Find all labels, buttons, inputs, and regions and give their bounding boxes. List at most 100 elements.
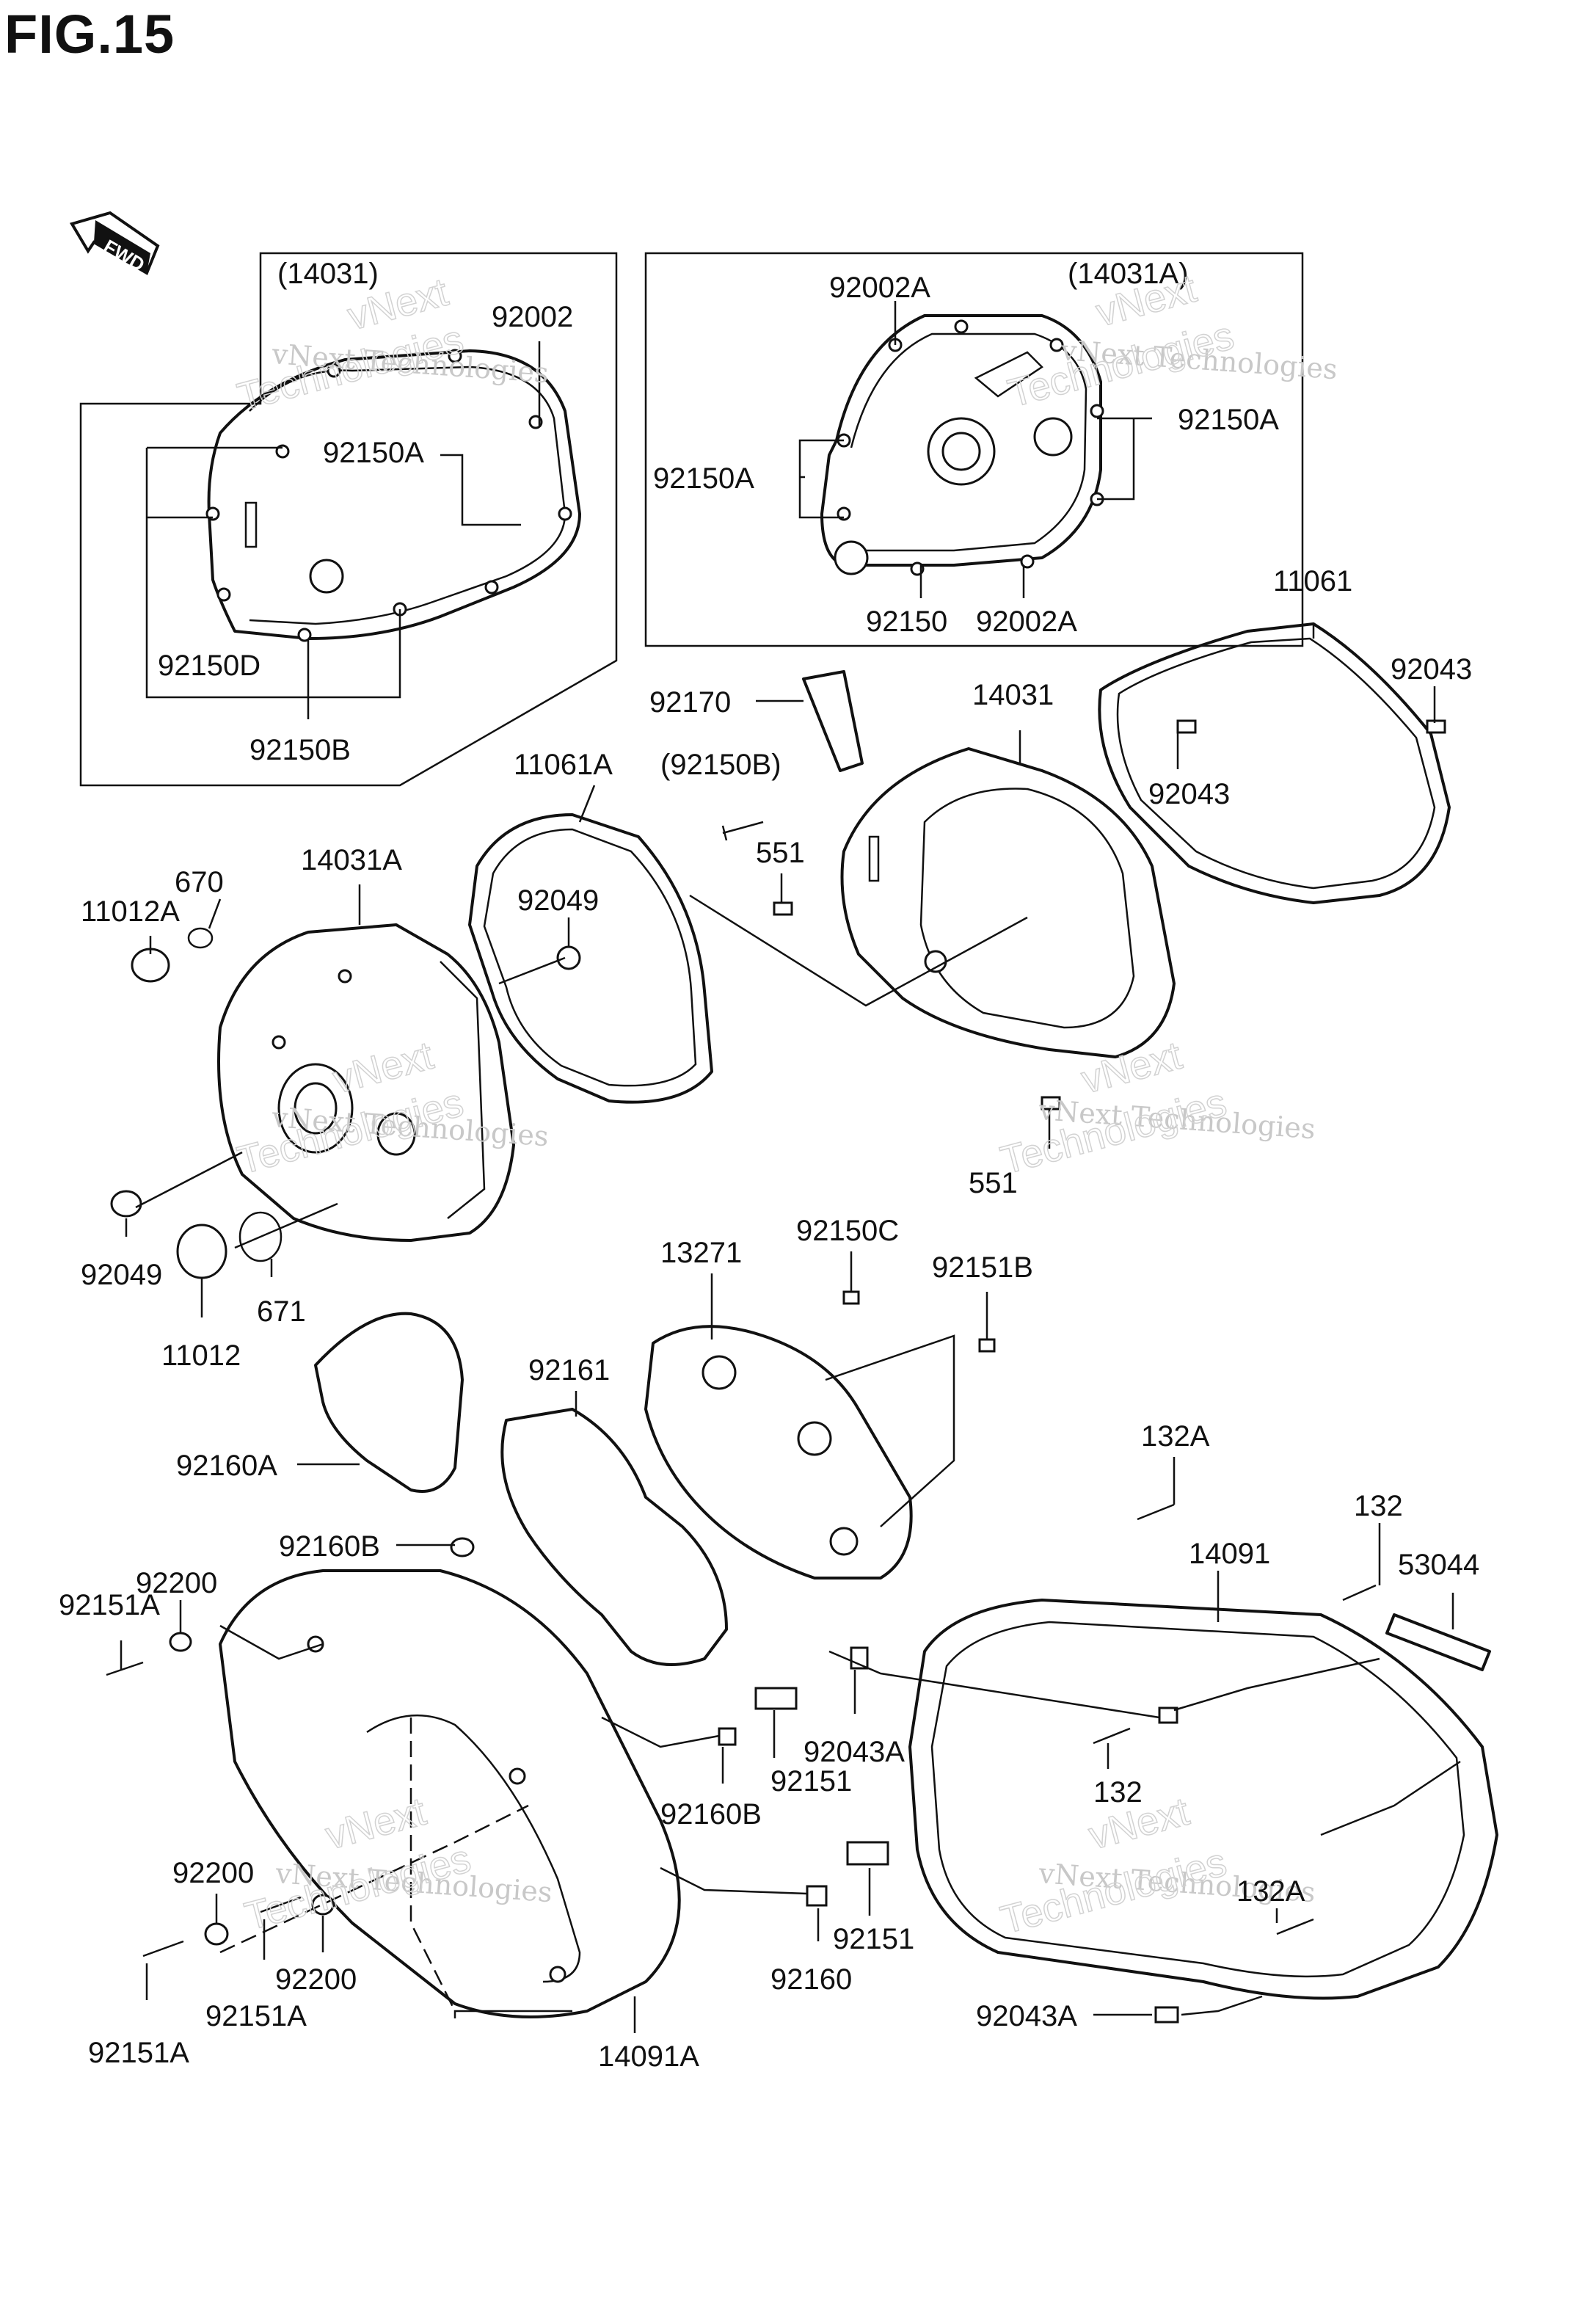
callout: 11061: [1273, 565, 1352, 597]
bolt-132a-lower: [1276, 1918, 1314, 1935]
callout: 92151: [833, 1923, 914, 1955]
callout: 53044: [1398, 1549, 1479, 1581]
svg-text:Technologies: Technologies: [996, 1080, 1231, 1183]
inset-right-cover: [820, 314, 1104, 576]
callout: 132: [1093, 1776, 1143, 1808]
gasket-11061a: [468, 813, 713, 1104]
callout: (92150B): [660, 749, 781, 781]
callout: 671: [257, 1295, 306, 1328]
callout-labels: 92002 92150A 92150D 92150B 92002A 92150A…: [59, 272, 1479, 2073]
svg-text:vNext: vNext: [1077, 1033, 1187, 1102]
insulator-92160a: [314, 1312, 464, 1493]
callout: 92002: [492, 301, 573, 333]
cap-11012: [176, 1224, 227, 1279]
callout: 14091A: [598, 2040, 699, 2073]
callout: 92151A: [59, 1589, 160, 1621]
callout: 670: [175, 866, 224, 898]
fasteners-lower: [169, 1537, 1179, 2024]
callout: 92160B: [279, 1530, 380, 1563]
callout: 92002A: [829, 272, 930, 304]
callout: 92160B: [660, 1798, 762, 1831]
callout: 92151A: [205, 2000, 307, 2032]
callout: 92161: [528, 1354, 610, 1386]
callout: 92151A: [88, 2037, 189, 2069]
callout: 92049: [517, 884, 599, 917]
callout: 551: [756, 837, 805, 869]
leader-lines: [120, 301, 1454, 2033]
dashed-assembly-1: [409, 1717, 456, 2012]
o-ring-671: [238, 1211, 283, 1262]
callout: 92151: [770, 1765, 852, 1797]
inset-left-cover: [205, 349, 581, 642]
callout: 11012: [161, 1339, 241, 1372]
oil-seal-92049-lower: [110, 1190, 142, 1218]
figure-title: FIG.15: [4, 4, 175, 65]
callout: 92150C: [796, 1215, 899, 1247]
o-ring-670: [187, 927, 214, 949]
bolt-92151a-lower: [142, 1940, 184, 1957]
dowel-551-upper: [773, 901, 793, 916]
callout: 92200: [172, 1857, 254, 1889]
dowel-92043-inner: [1176, 719, 1197, 734]
dashed-assembly-2: [219, 1804, 529, 1954]
inner-cover-14091: [908, 1599, 1498, 2000]
bolt-92150b: [721, 821, 764, 841]
oil-seal-92049-upper: [556, 945, 581, 970]
dowel-551-lower: [1041, 1096, 1061, 1110]
callout: 92150: [866, 606, 947, 638]
gasket-11061: [1098, 622, 1451, 904]
callout: 92150B: [249, 734, 351, 766]
inset-box-right: [644, 252, 1304, 647]
bolt-132-upper: [1342, 1584, 1377, 1602]
callout: 92160A: [176, 1450, 277, 1482]
fwd-arrow-icon: FWD: [69, 211, 160, 276]
callout: 92049: [81, 1259, 162, 1291]
callout: 132A: [1141, 1420, 1210, 1453]
chain-guide-92170: [802, 670, 864, 772]
bolt-92151b: [978, 1338, 996, 1353]
insulator-92161: [500, 1408, 728, 1666]
callout: 92160: [770, 1963, 852, 1996]
callout: 92043A: [804, 1736, 905, 1768]
bolt-92151a-upper: [106, 1661, 144, 1676]
cover-13271: [644, 1325, 955, 1579]
bolt-92151a-mid: [260, 1896, 302, 1913]
bolt-132a-upper: [1137, 1503, 1175, 1521]
svg-text:vNext: vNext: [321, 1789, 431, 1858]
bolt-92150c: [842, 1290, 860, 1305]
callout: 92043A: [976, 2000, 1077, 2032]
callout: 92200: [275, 1963, 357, 1996]
cover-14031a: [217, 923, 515, 1242]
callout: 92151B: [932, 1251, 1033, 1284]
callout: 92043: [1391, 653, 1472, 686]
assembly-lines: [135, 894, 1380, 2018]
callout: 92002A: [976, 606, 1077, 638]
callout: 92150A: [323, 437, 424, 469]
svg-text:Technologies: Technologies: [241, 1836, 475, 1939]
damper-53044: [1385, 1613, 1491, 1671]
callout: 13271: [660, 1237, 742, 1269]
inset-right-ref: (14031A): [1068, 258, 1189, 290]
callout: 92150A: [1178, 404, 1279, 436]
bolt-132-inner: [1093, 1727, 1131, 1745]
svg-text:Technologies: Technologies: [996, 1840, 1231, 1943]
outer-cover-14091a: [219, 1569, 681, 2018]
callout: 92043: [1148, 778, 1230, 810]
callout: 92150D: [158, 650, 260, 682]
callout: 132: [1354, 1490, 1403, 1522]
callout: 14031A: [301, 844, 402, 876]
callout: 551: [969, 1167, 1018, 1199]
callout: 92170: [649, 686, 731, 719]
callout: 92150A: [653, 462, 754, 495]
inset-left-ref: (14031): [277, 258, 379, 290]
callout: 92200: [136, 1567, 217, 1599]
svg-text:Technologies: Technologies: [233, 317, 468, 420]
callout: 14091: [1189, 1538, 1270, 1570]
callout: 132A: [1236, 1875, 1305, 1908]
inset-box-left: [79, 252, 618, 787]
callout: 14031: [972, 679, 1054, 711]
cover-14031: [840, 747, 1176, 1058]
callout: 11012A: [81, 895, 180, 928]
